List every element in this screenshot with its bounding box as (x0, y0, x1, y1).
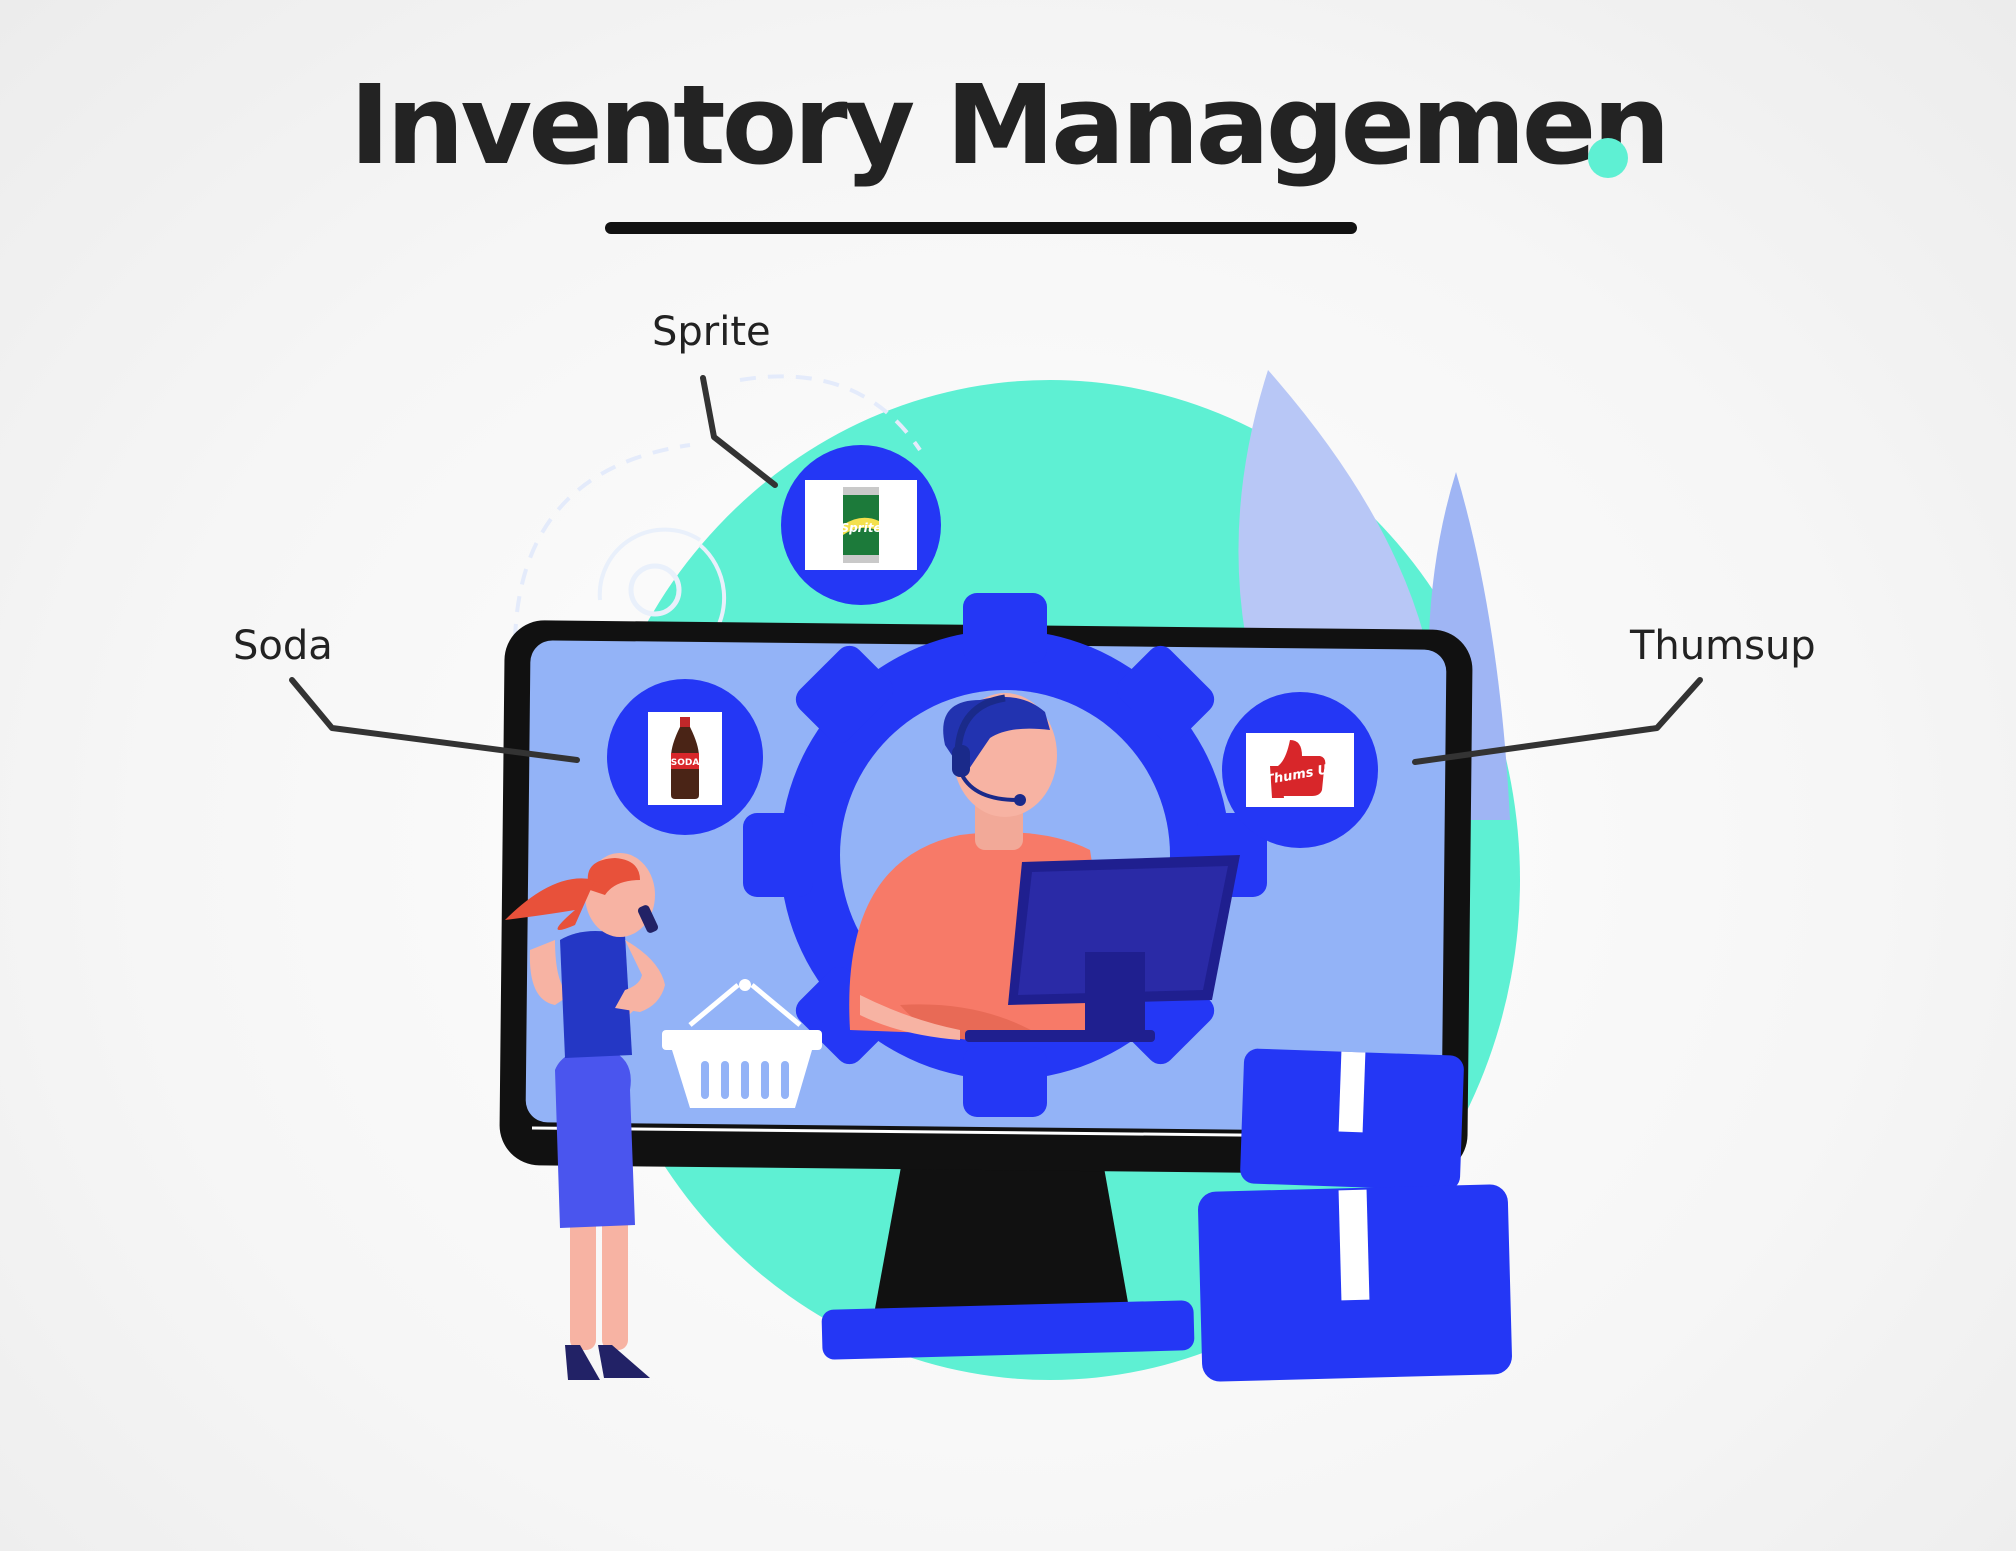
page-title: Inventory Managemen (349, 61, 1670, 189)
shopping-basket-icon (662, 979, 822, 1108)
callout-connectors (289, 375, 1703, 765)
leaf-large (1238, 370, 1430, 660)
monitor-base (821, 1300, 1195, 1360)
connector-sprite (700, 375, 778, 488)
woman-figure (505, 853, 665, 1380)
callout-label-thumsup: Thumsup (1630, 623, 1816, 669)
sprite-can-text: Sprite (840, 521, 881, 535)
monitor-stand (872, 1145, 1132, 1325)
connector-thumsup (1412, 677, 1703, 765)
connector-soda (289, 677, 580, 763)
operator-computer-icon (860, 855, 1240, 1042)
decorative-arcs (513, 374, 922, 641)
stacked-boxes (1198, 1048, 1512, 1382)
title-dot (1588, 138, 1628, 178)
product-node-sprite: Sprite (781, 445, 941, 605)
title-underline (605, 222, 1357, 234)
soda-bottle-text: SODA (671, 758, 700, 768)
cola-bottle-icon: SODA (671, 717, 700, 799)
product-node-soda: SODA (607, 679, 763, 835)
product-node-thumsup: Thums Up (1222, 692, 1378, 848)
sprite-can-icon: Sprite (840, 487, 882, 563)
callout-label-sprite: Sprite (652, 309, 771, 355)
callout-label-soda: Soda (233, 623, 333, 669)
